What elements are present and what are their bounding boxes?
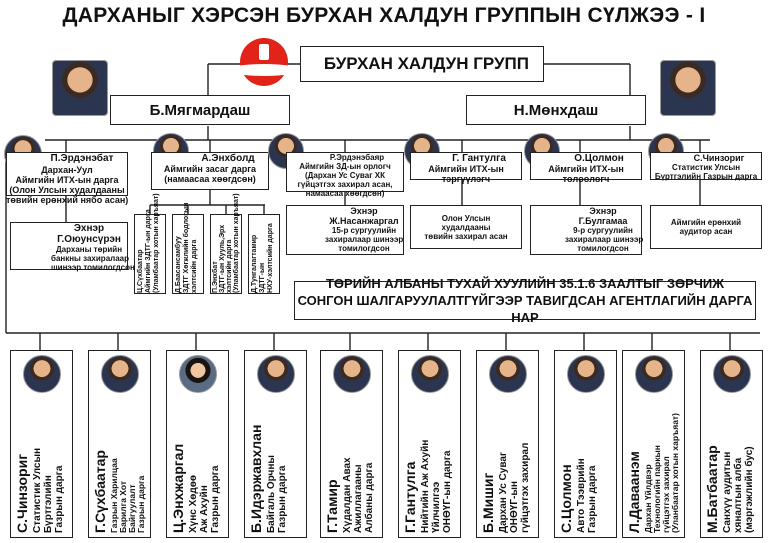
agency-head-position: Дархан Ус Суваг ОНӨҮГ-ын гүйцэтгэх захир… <box>498 442 531 533</box>
official-5-box: О.Цолмон Аймгийн ИТХ-ын төлөөлөгч <box>530 152 642 184</box>
official-2-name: А.Энхболд <box>201 153 255 164</box>
official-4-box: Г. Гантулга Аймгийн ИТХ-ын тэргүүлэгч <box>410 152 522 184</box>
sub-3-text: П.Энхбат ЗДТГ-ын Хууль,Эрх хэлтсийн дарг… <box>212 193 240 293</box>
group-logo-icon <box>228 38 300 86</box>
sub-1-box: Ц.Сүхбаатар Аймгийн ЗДТГ-ын дарга (Уламб… <box>134 193 166 294</box>
agency-head-name: Ц.Энхжаргал <box>170 443 186 533</box>
official-1-name: П.Эрдэнэбат <box>50 153 114 164</box>
agency-head-photo <box>635 355 673 393</box>
official-5-text: Аймгийн ИТХ-ын төлөөлөгч <box>548 164 624 184</box>
spouse-2-text: 15-р сургуулийн захиралаар шинээр томило… <box>325 226 404 253</box>
sub-4-text: Д.Тунгалагтамир ЗДТГ-ын НХУ-хэлтсийн дар… <box>251 223 274 293</box>
agency-head-position: Байгаль Орчны Газрын дарга <box>266 455 288 533</box>
official-2-box: А.Энхболд Аймгийн засаг дарга (намаасаа … <box>151 152 269 190</box>
agency-head-position: Дархан Үйлдвэр Технологийн паркын гүйцэт… <box>643 413 680 533</box>
agency-head-name: С.Цолмон <box>558 464 574 533</box>
sub-1-text: Ц.Сүхбаатар Аймгийн ЗДТГ-ын дарга (Уламб… <box>137 193 160 293</box>
official-5-name: О.Цолмон <box>574 153 624 164</box>
official-3-box: Р.Эрдэнэбаяр Аймгийн ЗД-ын орлогч (Дарха… <box>286 152 404 198</box>
agency-head-photo <box>411 355 449 393</box>
sub-4-box: Д.Тунгалагтамир ЗДТГ-ын НХУ-хэлтсийн дар… <box>248 214 280 294</box>
official-2-text: Аймгийн засаг дарга (намаасаа хөөгдсөн) <box>163 164 257 184</box>
note-gantulga-text: Олон Улсын худалдааны төвийн захирал аса… <box>424 213 508 241</box>
agency-head-photo <box>23 355 61 393</box>
agency-title: ТӨРИЙН АЛБАНЫ ТУХАЙ ХУУЛИЙН 35.1.6 ЗААЛТ… <box>294 276 756 325</box>
agency-head-name: Б.Идэржавхлан <box>248 424 264 533</box>
agency-head-name: Г.Гантулга <box>402 461 418 533</box>
spouse-4-text: 9-р сургуулийн захиралаар шинээр томилог… <box>565 226 644 253</box>
agency-head-position: Статистик Улсын Бүртгэлийн Газрын дарга <box>32 447 65 533</box>
spouse-4-name: Эхнэр Г.Булгамаа <box>578 206 628 226</box>
official-6-box: С.Чинзориг Статистик Улсын Бүртгэлийн Га… <box>650 152 762 181</box>
note-gantulga-box: Олон Улсын худалдааны төвийн захирал аса… <box>410 205 522 249</box>
agency-head-photo <box>333 355 371 393</box>
official-4-name: Г. Гантулга <box>452 153 506 164</box>
note-chinzorig-text: Аймгийн ерөнхий аудитор асан <box>670 218 742 236</box>
leader-2: Н.Мөнхдаш <box>466 95 646 125</box>
group-box: БУРХАН ХАЛДУН ГРУПП <box>300 46 544 82</box>
official-6-text: Статистик Улсын Бүртгэлийн Газрын дарга <box>654 163 758 181</box>
page-title: ДАРХАНЫГ ХЭРСЭН БУРХАН ХАЛДУН ГРУППЫН СҮ… <box>62 4 706 27</box>
agency-head-name: Г.Тамир <box>324 479 340 533</box>
agency-head-position: Хүдалдан Авах Ажиллагааны Албаны дарга <box>342 457 375 533</box>
sub-2-box: Д.Баасансамбуу ЗДТГ Хөгжлийн бодлогын хэ… <box>172 202 204 294</box>
agency-head-position: Газрын Харилцаа Барилга Хот Байгуулалт Г… <box>109 458 146 533</box>
agency-head-photo <box>179 355 217 393</box>
sub-3-box: П.Энхбат ЗДТГ-ын Хууль,Эрх хэлтсийн дарг… <box>210 193 242 294</box>
agency-head-position: Нийтийн Аж Ахуйн Үйлчилгээ ОНӨҮГ-ын дарг… <box>420 439 453 533</box>
official-1-text: Дархан-Уул Аймгийн ИТХ-ын дарга (Олон Ул… <box>6 165 129 205</box>
official-4-text: Аймгийн ИТХ-ын тэргүүлэгч <box>428 164 504 184</box>
spouse-1-text: Дарханы төрийн банкны захиралаар шинээр … <box>51 245 135 272</box>
official-3-name: Р.Эрдэнэбаяр <box>329 153 385 162</box>
leader-1-photo <box>52 60 108 116</box>
spouse-2-box: Эхнэр Ж.Насанжаргал 15-р сургуулийн захи… <box>286 205 404 255</box>
agency-head-photo <box>567 355 605 393</box>
agency-head-photo <box>257 355 295 393</box>
official-1-box: П.Эрдэнэбат <box>6 152 128 196</box>
spouse-4-box: Эхнэр Г.Булгамаа 9-р сургуулийн захирала… <box>530 205 644 255</box>
agency-head-position: Авто Тээврийн Газрын дарга <box>576 458 598 533</box>
agency-head-photo <box>101 355 139 393</box>
agency-head-name: М.Батбаатар <box>704 445 720 533</box>
agency-head-photo <box>489 355 527 393</box>
leader-2-photo <box>660 60 716 116</box>
leader-1: Б.Мягмардаш <box>110 95 290 125</box>
official-6-name: С.Чинзориг <box>693 153 745 163</box>
agency-head-name: Б.Мишиг <box>480 472 496 533</box>
spouse-2-name: Эхнэр Ж.Насанжаргал <box>329 206 399 226</box>
agency-head-name: Г.Сүхбаатар <box>92 450 108 533</box>
agency-head-position: Хүнс Хөдөө Аж Ахуйн Газрын дарга <box>188 465 221 533</box>
sub-2-text: Д.Баасансамбуу ЗДТГ Хөгжлийн бодлогын хэ… <box>175 202 198 293</box>
agency-title-line-2: СОНГОН ШАЛГАРУУЛАЛТГҮЙГЭЭР ТАВИГДСАН АГЕ… <box>297 293 753 325</box>
official-3-text: Аймгийн ЗД-ын орлогч (Дархан Ус Суваг ХК… <box>297 162 393 198</box>
spouse-1-box: Эхнэр Г.Оюунсүрэн Дарханы төрийн банкны … <box>10 222 135 272</box>
agency-head-photo <box>713 355 751 393</box>
agency-head-name: С.Чинзориг <box>14 453 30 533</box>
spouse-1-name: Эхнэр Г.Оюунсүрэн <box>57 223 121 245</box>
agency-title-line-1: ТӨРИЙН АЛБАНЫ ТУХАЙ ХУУЛИЙН 35.1.6 ЗААЛТ… <box>325 276 724 291</box>
note-chinzorig-box: Аймгийн ерөнхий аудитор асан <box>650 205 762 249</box>
agency-head-name: Л.Даваанэм <box>626 451 642 533</box>
agency-head-position: Санхүү аудитын хяналтын алба (мэргэжлийн… <box>722 446 755 533</box>
